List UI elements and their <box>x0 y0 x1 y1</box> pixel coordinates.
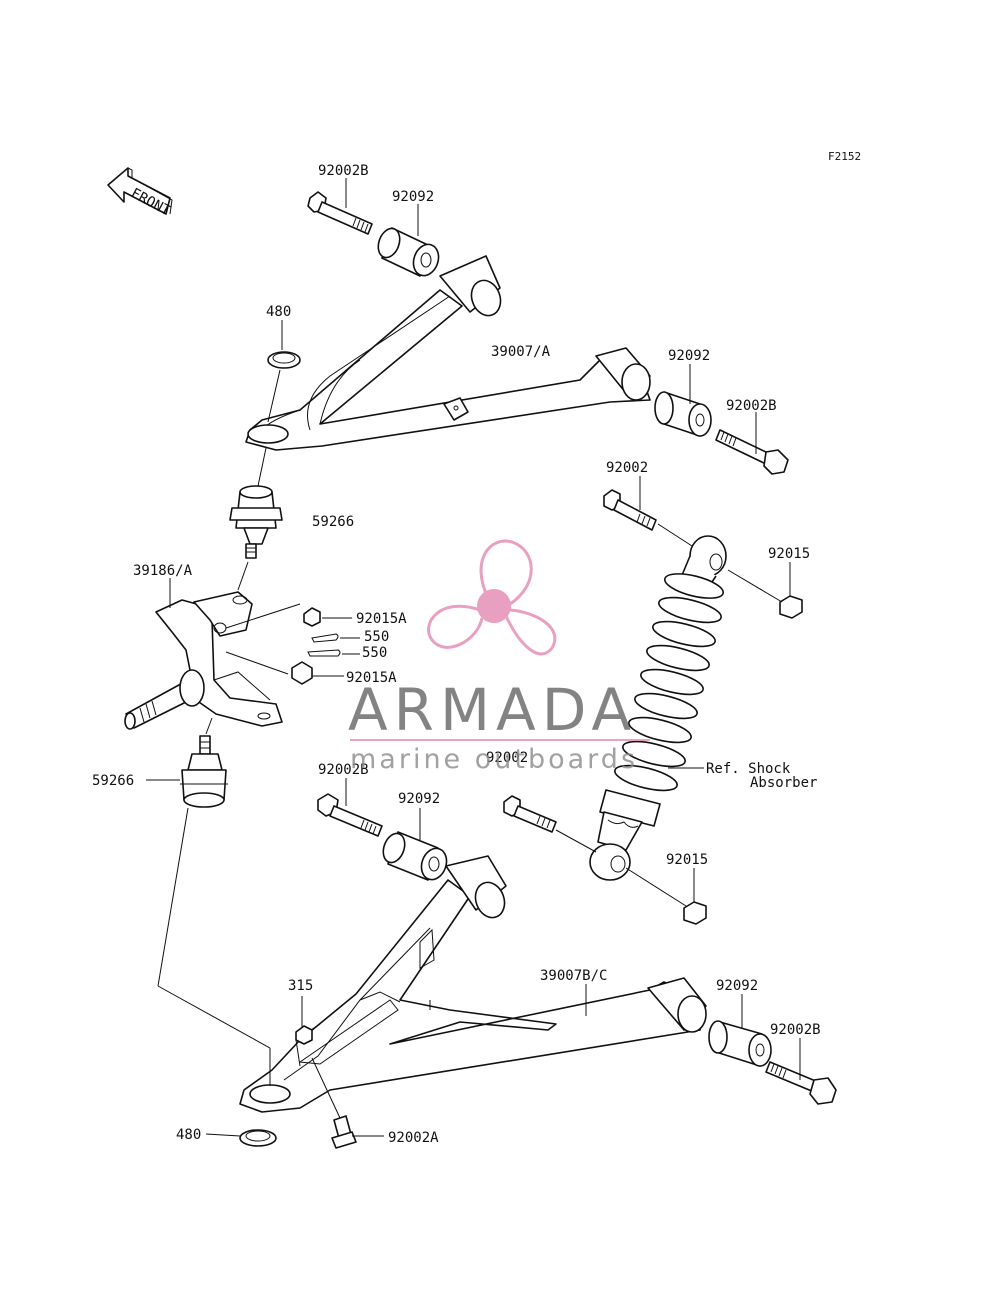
propeller-logo-icon <box>427 539 557 656</box>
cotter-pin-lower <box>307 649 341 657</box>
label-shock-ref-line2: Absorber <box>750 775 817 791</box>
label-shock-nut-lower: 92015 <box>666 852 708 868</box>
label-bushing-lower-left: 92092 <box>398 791 440 807</box>
upper-a-arm <box>245 255 651 451</box>
label-ball-joint-lower: 59266 <box>92 773 134 789</box>
bolt-lower-left <box>317 793 383 837</box>
bushing-upper-right <box>654 391 712 437</box>
knuckle-nut-lower <box>291 661 313 685</box>
bushing-lower-right <box>708 1020 772 1067</box>
shock-nut-lower <box>683 901 707 925</box>
shock-nut-upper <box>779 595 803 619</box>
label-upper-arm: 39007/A <box>491 344 551 360</box>
label-bolt-upper-right: 92002B <box>726 398 777 414</box>
bushing-lower-left <box>382 831 448 881</box>
label-shock-nut-upper: 92015 <box>768 546 810 562</box>
bolt-upper-left <box>307 191 373 235</box>
circlip-upper <box>267 351 301 369</box>
shock-bolt-lower <box>503 795 557 833</box>
circlip-lower <box>239 1129 277 1147</box>
label-ball-joint-upper: 59266 <box>312 514 354 530</box>
label-bolt-lower-left: 92002B <box>318 762 369 778</box>
shock-bolt-upper <box>603 489 657 531</box>
callout-labels: 92002B 92092 480 39007/A 92092 92002B 92… <box>92 163 821 1146</box>
steering-knuckle <box>124 591 283 730</box>
ball-joint-upper <box>229 485 283 559</box>
front-direction-arrow: FRONT <box>107 167 173 220</box>
nut-lower-arm <box>295 1025 313 1045</box>
label-shock-bolt-upper: 92002 <box>606 460 648 476</box>
knuckle-nut-upper <box>303 607 321 627</box>
label-circlip-lower: 480 <box>176 1127 201 1143</box>
armada-watermark: ARMADA marine outboards <box>348 539 650 775</box>
watermark-brand: ARMADA <box>348 676 637 744</box>
leader-lines <box>146 178 801 1137</box>
label-bolt-lower-right: 92002B <box>770 1022 821 1038</box>
label-bolt-upper-left: 92002B <box>318 163 369 179</box>
ball-joint-lower <box>180 735 228 808</box>
label-shock-bolt-lower: 92002 <box>486 750 528 766</box>
label-knuckle: 39186/A <box>133 563 193 579</box>
label-bolt-lower-arm: 92002A <box>388 1130 439 1146</box>
label-bushing-lower-right: 92092 <box>716 978 758 994</box>
bolt-lower-arm <box>331 1115 357 1149</box>
label-cotter-pin-lower: 550 <box>362 645 387 661</box>
label-bushing-upper-right: 92092 <box>668 348 710 364</box>
bolt-upper-right <box>715 429 789 475</box>
label-knuckle-nut-upper: 92015A <box>356 611 407 627</box>
label-lower-arm: 39007B/C <box>540 968 607 984</box>
bolt-lower-right <box>765 1061 837 1105</box>
label-cotter-pin-upper: 550 <box>364 629 389 645</box>
watermark-tagline: marine outboards <box>350 744 638 775</box>
label-knuckle-nut-lower: 92015A <box>346 670 397 686</box>
shock-absorber <box>589 535 727 881</box>
shock-spring <box>614 573 725 792</box>
bushing-upper-left <box>377 227 440 277</box>
cotter-pin-upper <box>311 633 339 643</box>
label-shock-ref-line1: Ref. Shock <box>706 761 791 777</box>
lower-a-arm <box>239 855 707 1113</box>
label-bushing-upper-left: 92092 <box>392 189 434 205</box>
label-circlip-upper: 480 <box>266 304 291 320</box>
label-nut-lower-arm: 315 <box>288 978 313 994</box>
figure-code: F2152 <box>828 150 861 163</box>
